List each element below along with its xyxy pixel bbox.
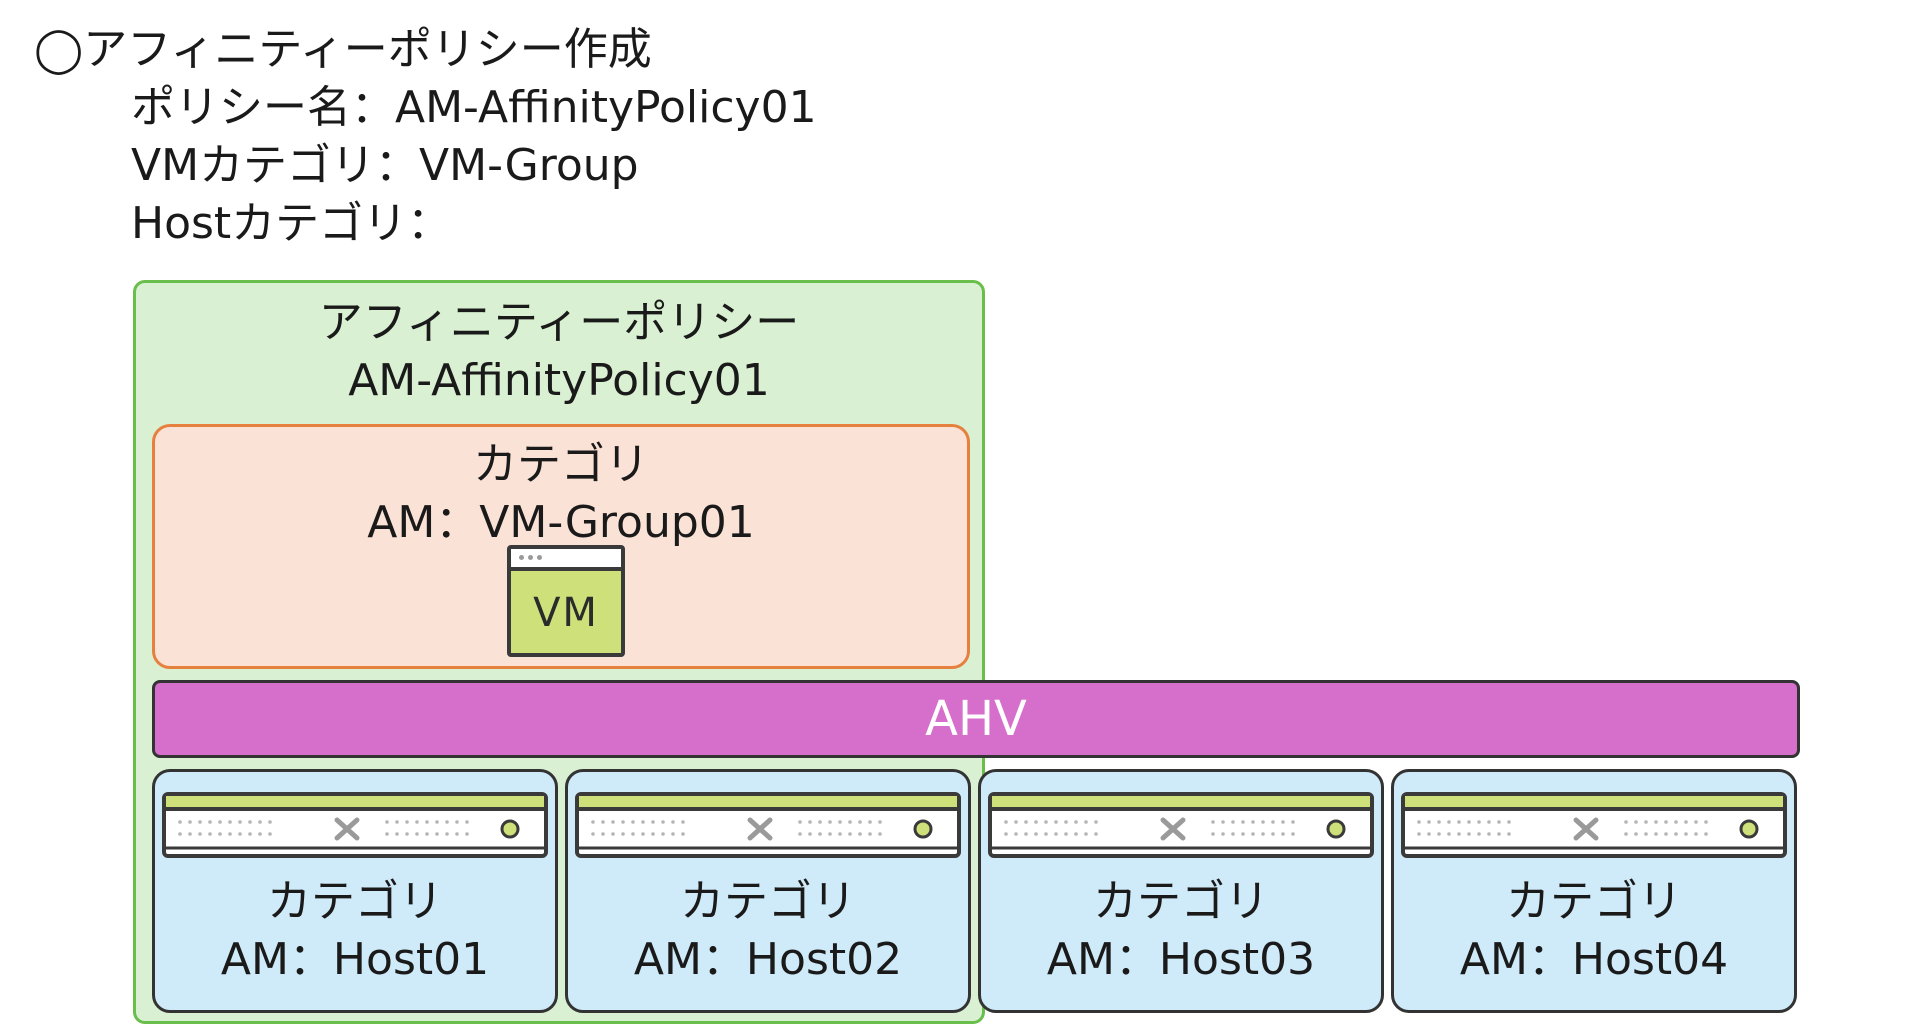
host-category-value: AM：Host02 (633, 934, 903, 985)
host-category-box: カテゴリ AM：Host01 (152, 769, 558, 1013)
vm-window-icon: VM (507, 545, 625, 657)
host-category-label: カテゴリ (1506, 876, 1682, 927)
policy-box-title: アフィニティーポリシー (318, 297, 800, 348)
server-icon (988, 792, 1374, 858)
page-heading: ◯アフィニティーポリシー作成 (34, 24, 652, 75)
host-category-line: Hostカテゴリ： (131, 198, 452, 249)
ahv-hypervisor-bar: AHV (152, 680, 1800, 758)
host-category-value: AM：Host03 (1046, 934, 1316, 985)
host-category-label: カテゴリ (267, 876, 443, 927)
policy-name-line: ポリシー名：AM-AffinityPolicy01 (131, 82, 817, 133)
host-category-box: カテゴリ AM：Host02 (565, 769, 971, 1013)
vm-category-value: AM：VM-Group01 (367, 497, 755, 548)
host-category-label: カテゴリ (1093, 876, 1269, 927)
vm-category-line: VMカテゴリ：VM-Group (131, 140, 639, 191)
host-category-label: カテゴリ (680, 876, 856, 927)
host-category-value: AM：Host04 (1459, 934, 1729, 985)
host-category-value: AM：Host01 (220, 934, 490, 985)
host-category-box: カテゴリ AM：Host04 (1391, 769, 1797, 1013)
vm-category-label: カテゴリ (473, 439, 649, 490)
policy-box-name: AM-AffinityPolicy01 (348, 355, 770, 406)
ahv-label: AHV (925, 691, 1027, 747)
server-icon (1401, 792, 1787, 858)
vm-icon-label: VM (533, 590, 599, 636)
server-icon (575, 792, 961, 858)
host-category-box: カテゴリ AM：Host03 (978, 769, 1384, 1013)
server-icon (162, 792, 548, 858)
